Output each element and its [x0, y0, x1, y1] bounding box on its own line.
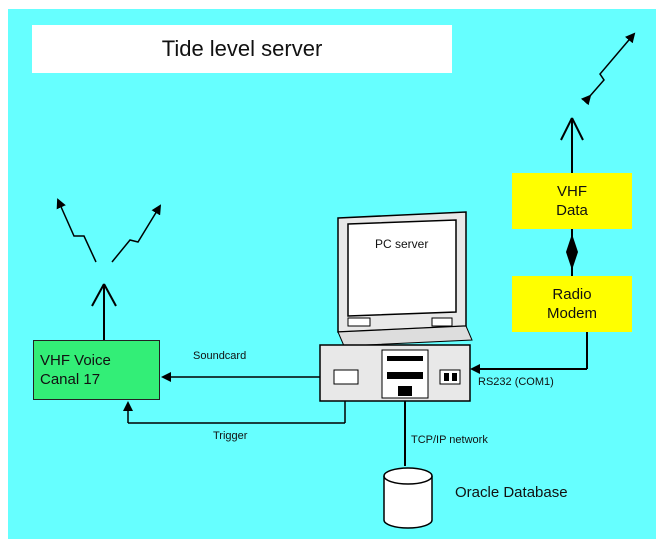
- radio-modem-line2: Modem: [546, 305, 598, 322]
- radio-modem-line1: Radio: [552, 286, 592, 303]
- wireless-signal-left-icon: [56, 198, 162, 263]
- diagram-background: [8, 9, 656, 539]
- tcpip-label: TCP/IP network: [411, 434, 488, 446]
- database-icon: [383, 467, 433, 529]
- data-modem-link: [566, 229, 578, 276]
- soundcard-label: Soundcard: [193, 350, 247, 362]
- rs232-link: [470, 324, 592, 374]
- trigger-label: Trigger: [213, 430, 248, 442]
- antenna-left-icon: [91, 283, 117, 340]
- vhf-data-line2: Data: [556, 202, 588, 219]
- vhf-voice-line2: Canal 17: [40, 371, 101, 388]
- title-box: Tide level server: [32, 25, 452, 73]
- trigger-link: [123, 401, 346, 424]
- pc-server-icon: [319, 211, 473, 402]
- radio-modem-box: Radio Modem: [512, 276, 632, 332]
- vhf-voice-box: VHF Voice Canal 17: [33, 340, 160, 400]
- wireless-signal-right-icon: [580, 32, 636, 106]
- pc-server-label: PC server: [375, 237, 429, 251]
- rs232-label: RS232 (COM1): [478, 376, 554, 388]
- vhf-data-box: VHF Data: [512, 173, 632, 229]
- diagram-title: Tide level server: [161, 36, 323, 61]
- database-label: Oracle Database: [455, 484, 568, 501]
- vhf-data-line1: VHF: [557, 183, 587, 200]
- antenna-right-icon: [560, 117, 584, 173]
- vhf-voice-line1: VHF Voice: [40, 352, 111, 369]
